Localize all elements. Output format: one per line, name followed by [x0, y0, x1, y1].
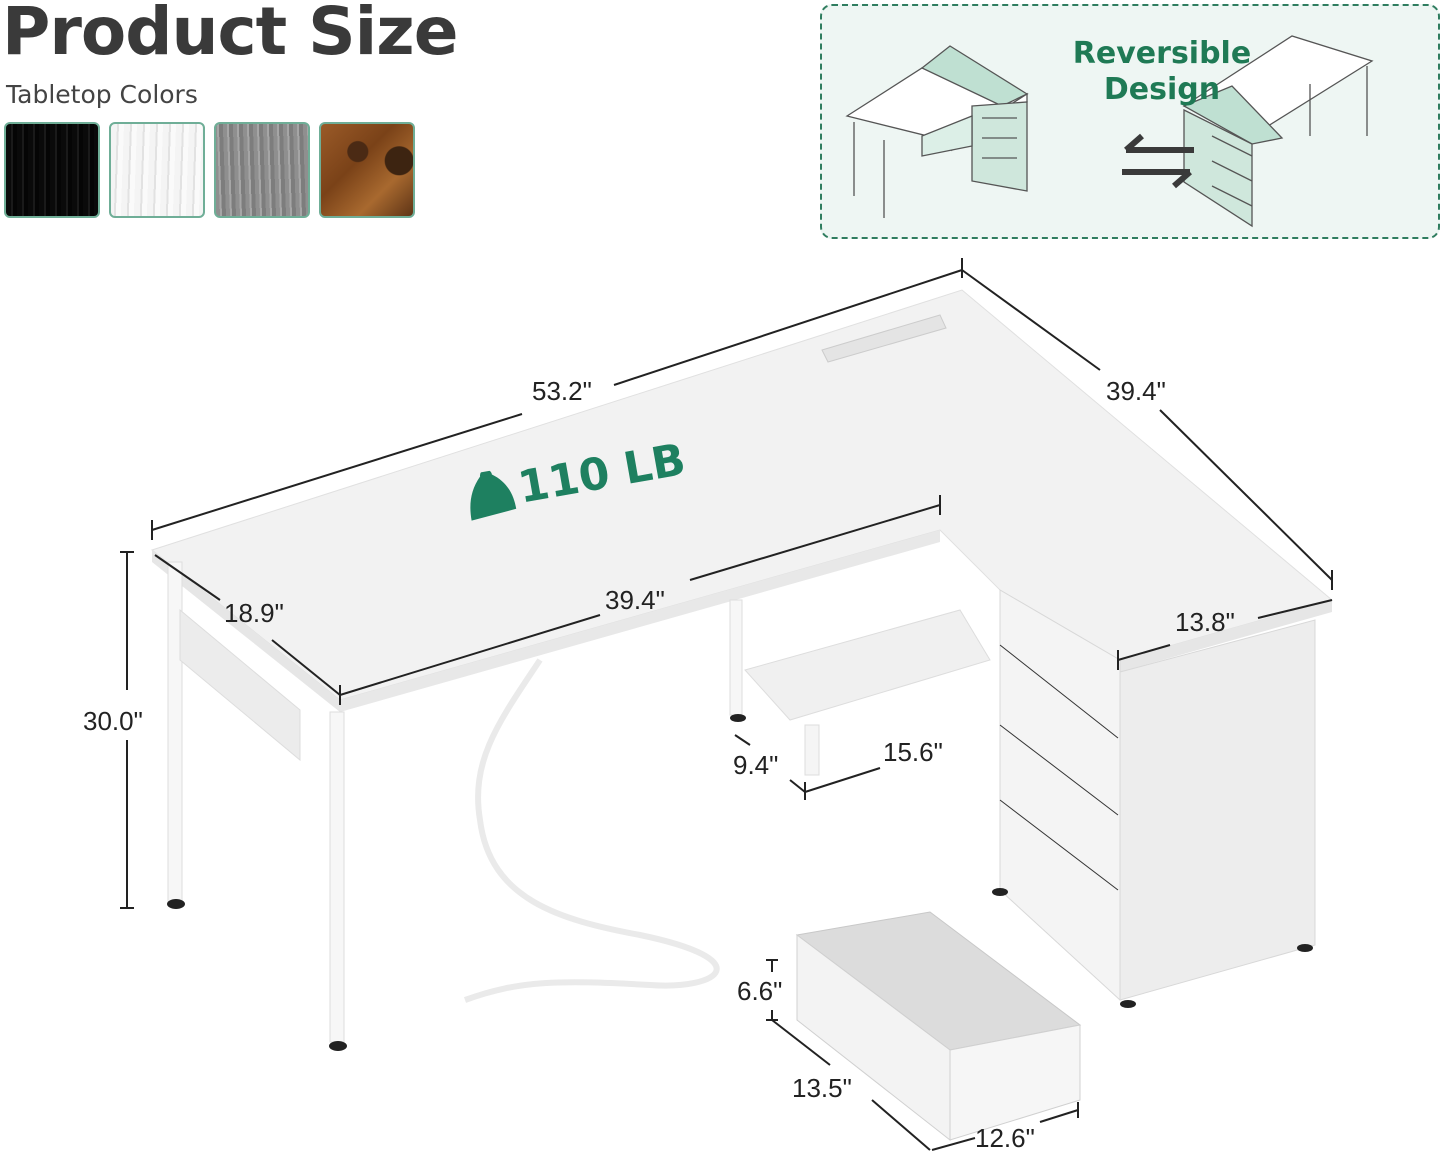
- dim-drawer-width: 12.6": [975, 1123, 1035, 1153]
- swatch-white[interactable]: [109, 122, 205, 218]
- reversible-design-title: Reversible Design: [1072, 36, 1252, 107]
- dim-drawer-depth: 13.5": [792, 1073, 852, 1103]
- tabletop-colors-label: Tabletop Colors: [6, 80, 198, 109]
- dim-cabinet-depth: 13.8": [1175, 607, 1235, 637]
- swatch-black[interactable]: [4, 122, 100, 218]
- weight-icon: [470, 469, 517, 521]
- swatch-grey[interactable]: [214, 122, 310, 218]
- dim-shelf-depth: 9.4": [733, 750, 779, 780]
- dim-inner-length: 39.4": [605, 585, 665, 615]
- swap-arrows-icon: [1122, 133, 1194, 189]
- dim-height: 30.0": [83, 706, 143, 736]
- load-capacity-badge: 110 LB: [461, 434, 689, 523]
- reversible-design-panel: Reversible Design: [820, 4, 1440, 239]
- color-swatches: [4, 122, 415, 218]
- dim-return-length: 39.4": [1106, 376, 1166, 406]
- dim-drawer-height: 6.6": [737, 976, 783, 1006]
- dim-total-length: 53.2": [532, 376, 592, 406]
- dim-shelf-width: 15.6": [883, 737, 943, 767]
- swatch-rustic-brown[interactable]: [319, 122, 415, 218]
- dim-depth: 18.9": [224, 598, 284, 628]
- page-title: Product Size: [2, 0, 458, 70]
- power-strip: [821, 314, 947, 363]
- desk-left-config-illustration: [845, 35, 1374, 228]
